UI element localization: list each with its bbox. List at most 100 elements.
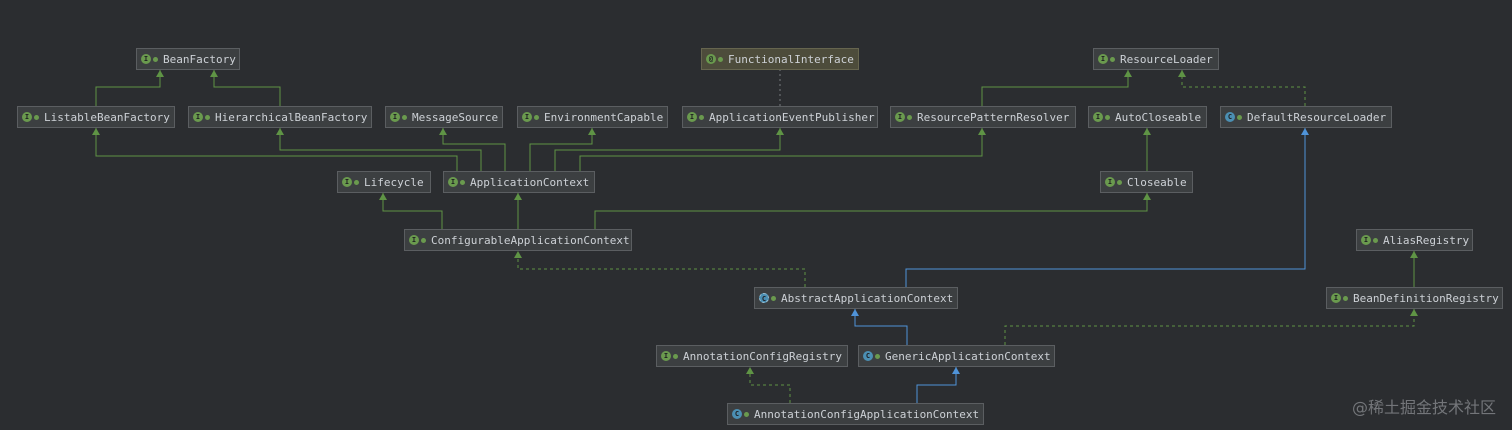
interface-kind-icon: I xyxy=(342,177,352,187)
edge-extends xyxy=(514,193,522,229)
arrowhead xyxy=(851,309,859,316)
arrowhead xyxy=(1124,70,1132,77)
node-bean-definition-registry[interactable]: I BeanDefinitionRegistry xyxy=(1326,287,1503,309)
public-visibility-icon xyxy=(205,114,210,120)
edge-extends xyxy=(210,70,281,106)
node-label: AnnotationConfigApplicationContext xyxy=(754,407,980,421)
node-application-context[interactable]: I ApplicationContext xyxy=(443,171,595,193)
node-label: MessageSource xyxy=(412,110,499,124)
arrowhead xyxy=(588,128,596,135)
arrowhead xyxy=(1301,128,1309,135)
public-visibility-icon xyxy=(875,353,880,359)
edge-implements xyxy=(514,251,806,287)
edge-class-extends xyxy=(851,309,908,345)
public-visibility-icon xyxy=(907,114,912,120)
arrowhead xyxy=(952,367,960,374)
interface-kind-icon: I xyxy=(1331,293,1341,303)
watermark: @稀土掘金技术社区 xyxy=(1351,398,1496,417)
edge-implements xyxy=(1178,70,1306,106)
node-label: BeanDefinitionRegistry xyxy=(1353,291,1499,305)
node-label: HierarchicalBeanFactory xyxy=(215,110,368,124)
arrowhead xyxy=(978,128,986,135)
node-application-event-publisher[interactable]: I ApplicationEventPublisher xyxy=(682,106,878,128)
interface-kind-icon: I xyxy=(687,112,697,122)
node-label: BeanFactory xyxy=(163,52,236,66)
public-visibility-icon xyxy=(460,179,465,185)
public-visibility-icon xyxy=(718,56,723,62)
node-message-source[interactable]: I MessageSource xyxy=(385,106,503,128)
interface-kind-icon: I xyxy=(409,235,419,245)
arrowhead xyxy=(379,193,387,200)
node-label: ApplicationEventPublisher xyxy=(709,110,875,124)
anno-kind-icon: @ xyxy=(706,54,716,64)
edge-extends xyxy=(981,70,1132,106)
node-alias-registry[interactable]: I AliasRegistry xyxy=(1356,229,1473,251)
interface-kind-icon: I xyxy=(448,177,458,187)
interface-kind-icon: I xyxy=(1093,112,1103,122)
edge-extends xyxy=(439,128,506,171)
arrowhead xyxy=(1143,128,1151,135)
arrowhead xyxy=(514,251,522,258)
node-functional-interface[interactable]: @FunctionalInterface xyxy=(701,48,859,70)
node-label: EnvironmentCapable xyxy=(544,110,664,124)
arrowhead xyxy=(1178,70,1186,77)
public-visibility-icon xyxy=(1110,56,1115,62)
arrowhead xyxy=(156,70,164,77)
arrowhead xyxy=(776,128,784,135)
edge-extends xyxy=(554,128,784,171)
node-annotation-config-application-context[interactable]: C AnnotationConfigApplicationContext xyxy=(727,403,984,425)
arrowhead xyxy=(276,128,284,135)
public-visibility-icon xyxy=(771,295,776,301)
node-label: ResourcePatternResolver xyxy=(917,110,1070,124)
public-visibility-icon xyxy=(153,56,158,62)
edge-extends xyxy=(1410,251,1418,287)
node-label: Closeable xyxy=(1127,175,1187,189)
node-label: AliasRegistry xyxy=(1383,233,1470,247)
node-resource-pattern-resolver[interactable]: I ResourcePatternResolver xyxy=(890,106,1076,128)
edge-extends xyxy=(276,128,482,171)
arrowhead xyxy=(514,193,522,200)
class-kind-icon: C xyxy=(732,409,742,419)
interface-kind-icon: I xyxy=(390,112,400,122)
edge-class-extends xyxy=(905,128,1309,287)
node-label: GenericApplicationContext xyxy=(885,349,1051,363)
edge-implements xyxy=(1004,309,1418,345)
node-annotation-config-registry[interactable]: I AnnotationConfigRegistry xyxy=(656,345,848,367)
node-label: DefaultResourceLoader xyxy=(1247,110,1387,124)
edge-extends xyxy=(1143,128,1151,171)
interface-kind-icon: I xyxy=(1361,235,1371,245)
interface-kind-icon: I xyxy=(1098,54,1108,64)
node-lifecycle[interactable]: I Lifecycle xyxy=(337,171,431,193)
arrowhead xyxy=(1410,251,1418,258)
node-label: AnnotationConfigRegistry xyxy=(683,349,842,363)
public-visibility-icon xyxy=(1117,179,1122,185)
node-environment-capable[interactable]: I EnvironmentCapable xyxy=(517,106,668,128)
edge-implements xyxy=(746,367,791,403)
interface-kind-icon: I xyxy=(1105,177,1115,187)
public-visibility-icon xyxy=(534,114,539,120)
public-visibility-icon xyxy=(1237,114,1242,120)
edge-class-extends xyxy=(916,367,960,403)
interface-kind-icon: I xyxy=(522,112,532,122)
edge-extends xyxy=(594,193,1151,229)
node-closeable[interactable]: I Closeable xyxy=(1100,171,1193,193)
interface-kind-icon: I xyxy=(661,351,671,361)
node-label: ApplicationContext xyxy=(470,175,590,189)
public-visibility-icon xyxy=(1105,114,1110,120)
edge-extends xyxy=(92,128,458,171)
node-label: Lifecycle xyxy=(364,175,424,189)
public-visibility-icon xyxy=(1343,295,1348,301)
arrowhead xyxy=(1143,193,1151,200)
interface-kind-icon: I xyxy=(895,112,905,122)
